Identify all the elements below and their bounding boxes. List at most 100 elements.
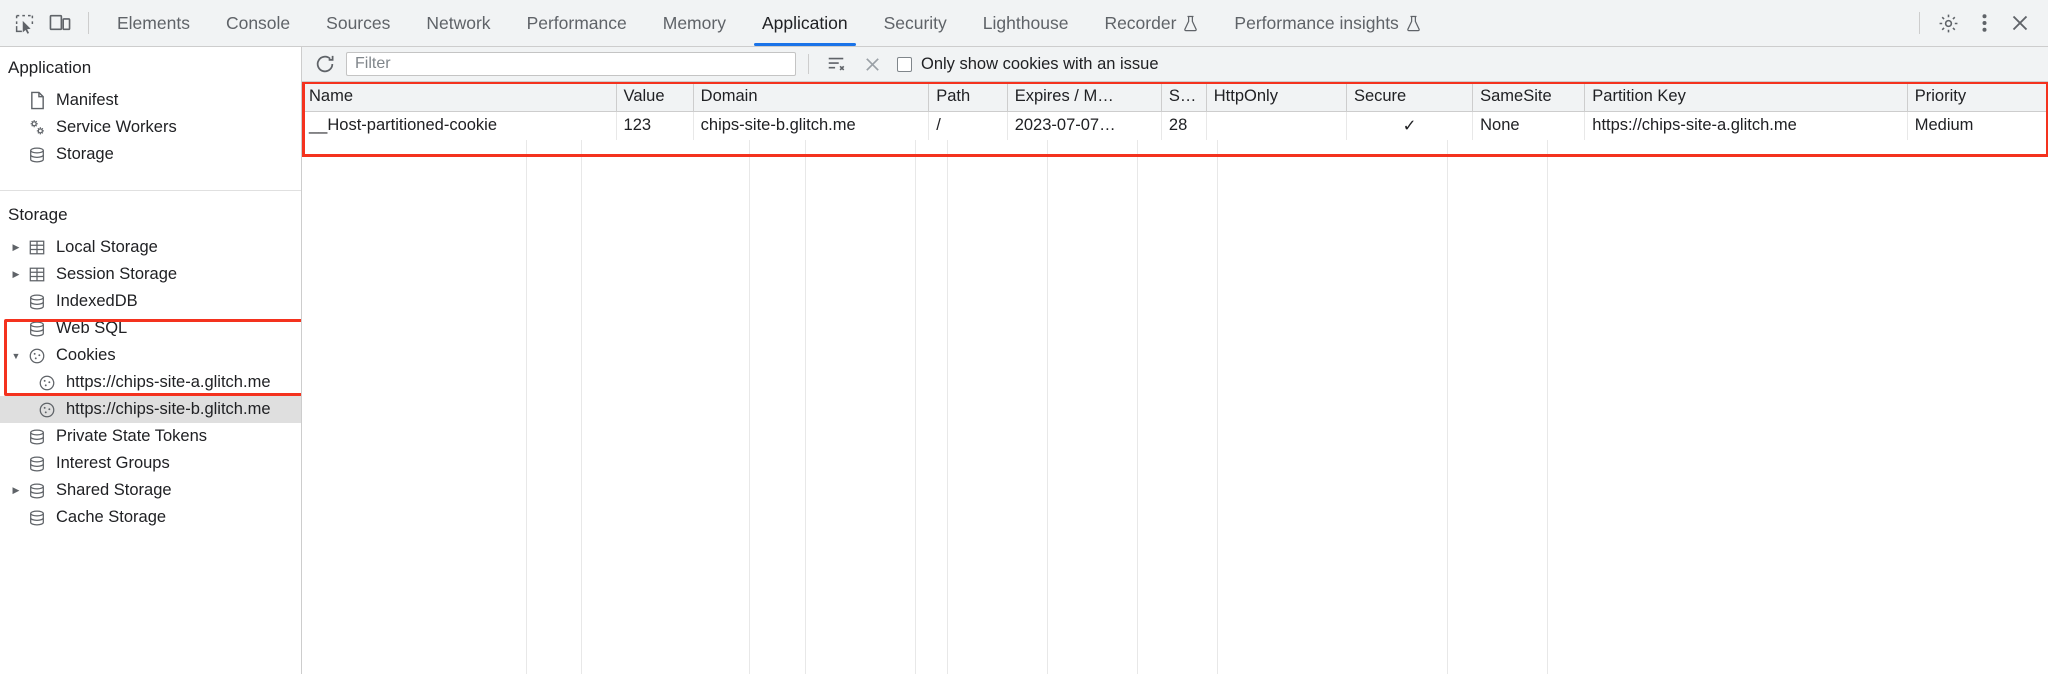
sidebar-item-cookies[interactable]: ▼ Cookies (0, 342, 301, 369)
table-row[interactable]: __Host-partitioned-cookie 123 chips-site… (302, 111, 2048, 140)
cookie-icon (34, 401, 60, 419)
cell-samesite: None (1472, 111, 1586, 140)
sidebar-item-label: Web SQL (56, 319, 128, 337)
tab-recorder[interactable]: Recorder (1086, 0, 1216, 46)
tab-label: Elements (117, 12, 190, 33)
database-icon (24, 482, 50, 500)
database-icon (24, 455, 50, 473)
sidebar-item-private-state-tokens[interactable]: ▶ Private State Tokens (0, 423, 301, 450)
cell-httponly (1206, 111, 1347, 140)
application-sidebar: Application ▶ Manifest ▶ Service Workers (0, 47, 302, 674)
toolbar-right-actions (1909, 6, 2038, 40)
tab-performance-insights[interactable]: Performance insights (1216, 0, 1438, 46)
sidebar-item-local-storage[interactable]: ▶ Local Storage (0, 234, 301, 261)
tab-sources[interactable]: Sources (308, 0, 408, 46)
devtools-body: Application ▶ Manifest ▶ Service Workers (0, 47, 2048, 674)
column-header-path[interactable]: Path (928, 82, 1008, 112)
cell-value: 123 (616, 111, 694, 140)
tab-elements[interactable]: Elements (99, 0, 208, 46)
sidebar-item-label: Cookies (56, 346, 116, 364)
inspect-element-icon[interactable] (6, 6, 42, 40)
cell-domain: chips-site-b.glitch.me (693, 111, 930, 140)
clear-filter-icon[interactable] (821, 51, 851, 77)
column-header-httponly[interactable]: HttpOnly (1206, 82, 1347, 112)
sidebar-item-label: Local Storage (56, 238, 158, 256)
tab-network[interactable]: Network (408, 0, 508, 46)
tab-label: Recorder (1104, 12, 1177, 33)
database-icon (24, 146, 50, 164)
sidebar-item-interest-groups[interactable]: ▶ Interest Groups (0, 450, 301, 477)
sidebar-item-manifest[interactable]: ▶ Manifest (0, 87, 301, 114)
sidebar-item-label: Interest Groups (56, 454, 170, 472)
cookies-panel: Filter Only show cookies with an issue (302, 47, 2048, 674)
device-toolbar-icon[interactable] (42, 6, 78, 40)
sidebar-item-label: Storage (56, 145, 114, 163)
column-header-priority[interactable]: Priority (1907, 82, 2048, 112)
table-header-row: Name Value Domain Path Expires / M… Size… (302, 82, 2048, 112)
column-header-domain[interactable]: Domain (693, 82, 930, 112)
column-header-name[interactable]: Name (302, 82, 617, 112)
sidebar-item-label: Session Storage (56, 265, 178, 283)
close-icon[interactable] (2002, 6, 2038, 40)
empty-grid-rules (302, 140, 2048, 674)
database-icon (24, 293, 50, 311)
column-header-samesite[interactable]: SameSite (1472, 82, 1586, 112)
sidebar-item-cookies-site-b[interactable]: ▶ https://chips-site-b.glitch.me (0, 396, 301, 423)
database-icon (24, 428, 50, 446)
tab-label: Lighthouse (982, 12, 1069, 33)
toolbar-divider (88, 12, 89, 34)
sidebar-item-web-sql[interactable]: ▶ Web SQL (0, 315, 301, 342)
tab-label: Security (883, 12, 947, 33)
sidebar-item-cache-storage[interactable]: ▶ Cache Storage (0, 504, 301, 531)
clear-cookies-icon[interactable] (857, 51, 887, 77)
sidebar-item-cookies-site-a[interactable]: ▶ https://chips-site-a.glitch.me (0, 369, 301, 396)
column-header-size[interactable]: Size (1161, 82, 1207, 112)
kebab-menu-icon[interactable] (1966, 6, 2002, 40)
only-issues-checkbox[interactable] (897, 56, 912, 72)
only-issues-label: Only show cookies with an issue (921, 54, 1159, 73)
filter-input[interactable]: Filter (346, 52, 796, 76)
column-header-expires[interactable]: Expires / M… (1007, 82, 1162, 112)
tab-lighthouse[interactable]: Lighthouse (965, 0, 1087, 46)
column-header-partition-key[interactable]: Partition Key (1584, 82, 1908, 112)
sidebar-item-session-storage[interactable]: ▶ Session Storage (0, 261, 301, 288)
panel-tabs: Elements Console Sources Network Perform… (99, 0, 1439, 46)
cell-priority: Medium (1907, 111, 2048, 140)
gear-icon[interactable] (1930, 6, 1966, 40)
chevron-right-icon[interactable]: ▶ (12, 485, 20, 495)
sidebar-item-label: IndexedDB (56, 292, 138, 310)
table-icon (24, 266, 50, 283)
tab-memory[interactable]: Memory (645, 0, 744, 46)
sidebar-item-indexeddb[interactable]: ▶ IndexedDB (0, 288, 301, 315)
cell-name: __Host-partitioned-cookie (302, 111, 617, 140)
tab-application[interactable]: Application (744, 0, 866, 46)
tab-label: Application (761, 12, 848, 33)
tab-label: Console (225, 12, 291, 33)
sidebar-section-storage: Storage (8, 205, 68, 224)
tab-label: Performance (526, 12, 627, 33)
cell-size: 28 (1161, 111, 1207, 140)
tab-console[interactable]: Console (208, 0, 308, 46)
document-icon (24, 91, 50, 110)
cookies-table: Name Value Domain Path Expires / M… Size… (302, 82, 2048, 140)
sidebar-item-shared-storage[interactable]: ▶ Shared Storage (0, 477, 301, 504)
sidebar-item-service-workers[interactable]: ▶ Service Workers (0, 114, 301, 141)
cell-partition-key: https://chips-site-a.glitch.me (1584, 111, 1908, 140)
refresh-icon[interactable] (310, 51, 340, 77)
column-header-value[interactable]: Value (616, 82, 694, 112)
sidebar-item-storage[interactable]: ▶ Storage (0, 141, 301, 168)
sidebar-item-label: Private State Tokens (56, 427, 208, 445)
cookies-filter-bar: Filter Only show cookies with an issue (302, 47, 2048, 82)
column-header-secure[interactable]: Secure (1346, 82, 1474, 112)
cookie-icon (24, 347, 50, 365)
cookies-table-area: Name Value Domain Path Expires / M… Size… (302, 82, 2048, 674)
tab-performance[interactable]: Performance (509, 0, 645, 46)
only-issues-checkbox-wrapper[interactable]: Only show cookies with an issue (897, 55, 1159, 74)
chevron-down-icon[interactable]: ▼ (11, 350, 21, 361)
tab-label: Sources (326, 12, 391, 33)
sidebar-item-label: https://chips-site-b.glitch.me (66, 400, 271, 418)
tab-security[interactable]: Security (866, 0, 965, 46)
database-icon (24, 509, 50, 527)
chevron-right-icon[interactable]: ▶ (12, 242, 20, 252)
chevron-right-icon[interactable]: ▶ (12, 269, 20, 279)
